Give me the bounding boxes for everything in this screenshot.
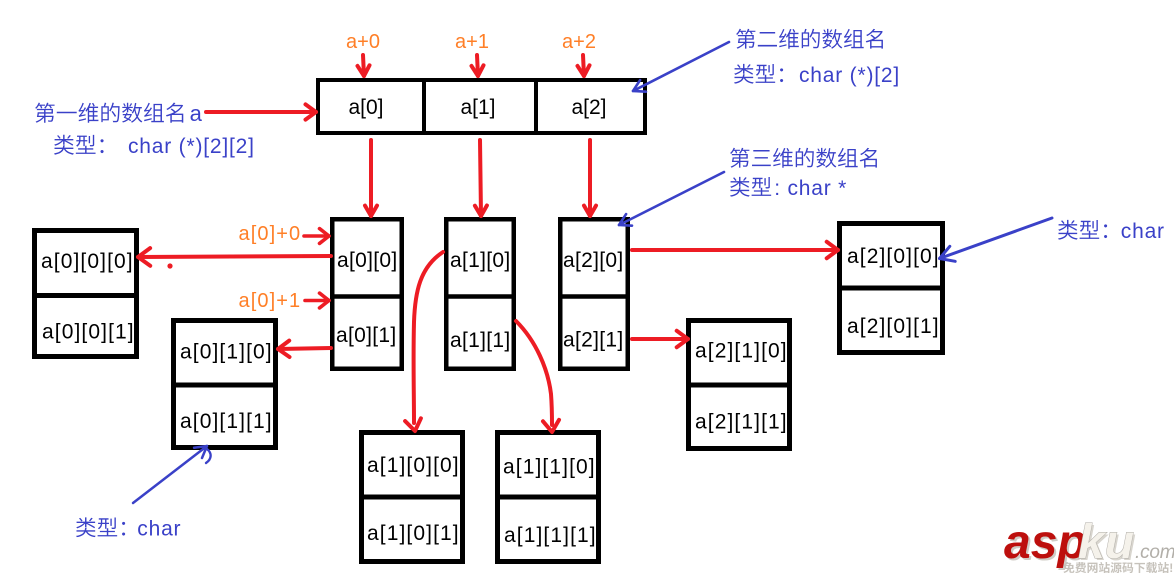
svg-text:ku: ku: [1080, 518, 1136, 571]
svg-text:a[0][1]: a[0][1]: [336, 324, 396, 347]
svg-text:a[0][0][0]: a[0][0][0]: [41, 250, 134, 273]
svg-text:a[1][0][1]: a[1][0][1]: [367, 522, 460, 545]
svg-text:ku: ku: [1078, 516, 1134, 569]
svg-text:a[0]+1: a[0]+1: [239, 290, 302, 312]
svg-text:a[0]: a[0]: [348, 96, 383, 119]
svg-text:a+1: a+1: [455, 31, 489, 53]
svg-text:char: char: [137, 518, 181, 541]
svg-text:a+0: a+0: [346, 31, 380, 53]
svg-text:char: char: [1121, 220, 1165, 243]
svg-text:a[0]+0: a[0]+0: [239, 223, 302, 245]
svg-text:a[2][1][0]: a[2][1][0]: [695, 340, 788, 363]
svg-text:a[1]: a[1]: [460, 96, 495, 119]
svg-text:a[2][1][1]: a[2][1][1]: [695, 411, 788, 434]
svg-text:a[2][0][0]: a[2][0][0]: [847, 245, 940, 268]
svg-text:a+2: a+2: [562, 31, 596, 53]
svg-text:a[1][1][1]: a[1][1][1]: [504, 524, 597, 547]
svg-text:a[0][0][1]: a[0][0][1]: [42, 321, 135, 344]
svg-text:a[0][1][0]: a[0][1][0]: [180, 341, 273, 364]
svg-text:a[1][1][0]: a[1][1][0]: [503, 456, 596, 479]
svg-text:: char *: : char *: [774, 177, 847, 200]
svg-text:a[2][0]: a[2][0]: [563, 249, 623, 272]
svg-text:a[1][0]: a[1][0]: [450, 249, 510, 272]
svg-text:a[0][0]: a[0][0]: [337, 249, 397, 272]
svg-text:a[0][1][1]: a[0][1][1]: [180, 410, 273, 433]
svg-text:a: a: [190, 101, 203, 126]
svg-text:a[2][1]: a[2][1]: [563, 329, 623, 352]
svg-text:a[1][0][0]: a[1][0][0]: [367, 454, 460, 477]
svg-text:asp: asp: [1006, 518, 1089, 571]
svg-text:a[2]: a[2]: [571, 96, 606, 119]
svg-text:a[1][1]: a[1][1]: [450, 329, 510, 352]
svg-text:a[2][0][1]: a[2][0][1]: [847, 315, 940, 338]
svg-text:.com: .com: [1135, 542, 1174, 563]
svg-text:char (*)[2]: char (*)[2]: [799, 64, 900, 87]
svg-text:char (*)[2][2]: char (*)[2][2]: [128, 135, 255, 158]
svg-text:asp: asp: [1004, 516, 1087, 569]
svg-text:!: !: [1169, 561, 1173, 575]
